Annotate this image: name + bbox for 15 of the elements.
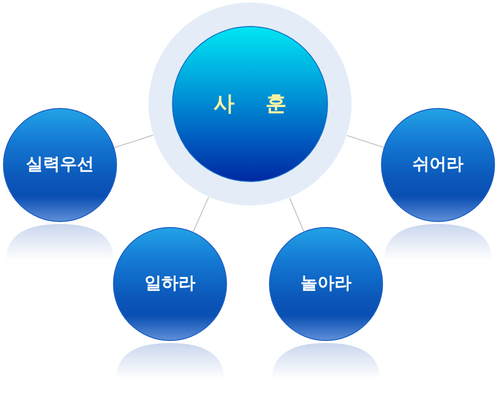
sphere xyxy=(269,227,383,341)
center-circle xyxy=(172,26,328,182)
connector-line xyxy=(346,134,384,148)
sphere xyxy=(113,227,227,341)
sphere xyxy=(381,108,495,222)
circle-label: 놀아라 xyxy=(300,274,352,294)
circle-label: 사 훈 xyxy=(213,92,287,116)
connector-line xyxy=(114,134,154,148)
ring xyxy=(148,2,352,206)
connector-line xyxy=(289,198,304,232)
circle-label: 실력우선 xyxy=(26,156,94,174)
sphere xyxy=(3,108,117,222)
circle-label: 일하라 xyxy=(144,274,196,294)
connector-line xyxy=(192,196,210,232)
circle-label: 쉬어라 xyxy=(412,156,464,174)
